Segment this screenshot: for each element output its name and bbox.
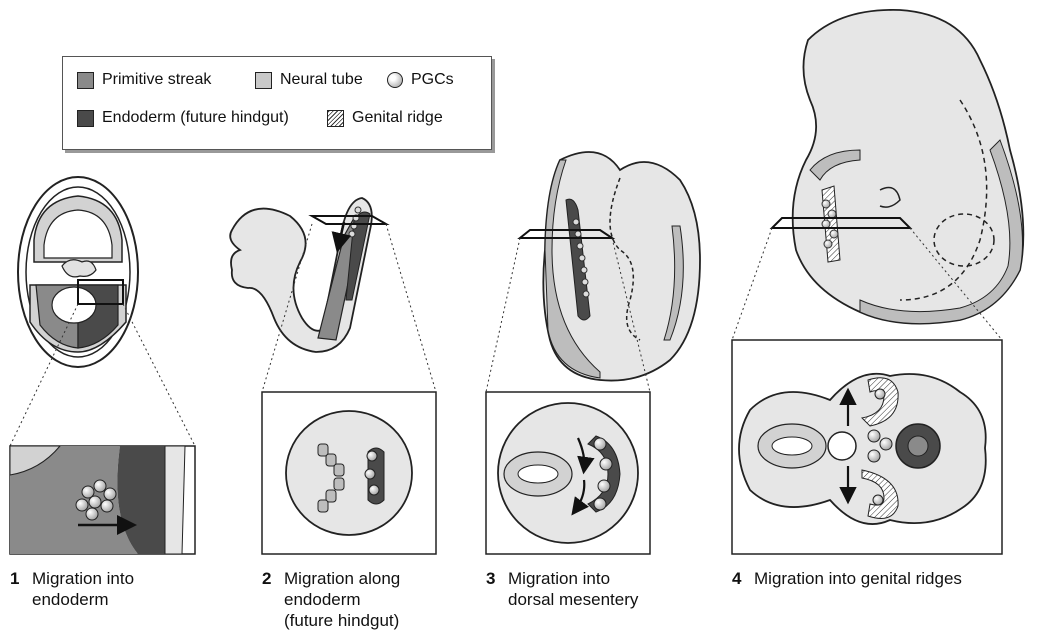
step-label-line: dorsal mesentery <box>486 589 686 610</box>
genital-ridge-swatch <box>327 110 344 127</box>
stage-3-inset <box>486 392 650 554</box>
stage-1-embryo <box>10 177 195 446</box>
hindgut-cells-right <box>365 448 384 504</box>
legend-label: Primitive streak <box>102 71 211 89</box>
primitive-streak-swatch <box>77 72 94 89</box>
step-label-line: (future hindgut) <box>262 610 462 631</box>
legend-label: PGCs <box>411 71 454 89</box>
stage-1-inset <box>10 446 195 554</box>
stage-3-embryo <box>486 152 700 392</box>
step-label-line: Migration into <box>486 568 686 589</box>
step-number: 1 <box>10 568 19 589</box>
legend-label: Endoderm (future hindgut) <box>102 109 289 127</box>
step-label-line: endoderm <box>262 589 462 610</box>
legend-item-genital-ridge: Genital ridge <box>327 109 443 127</box>
step-label-line: endoderm <box>10 589 210 610</box>
step-3-caption: 3 Migration into dorsal mesentery <box>486 568 686 610</box>
endoderm-swatch <box>77 110 94 127</box>
legend-item-pgcs: PGCs <box>387 71 454 89</box>
step-label-line: Migration along <box>262 568 462 589</box>
stage-2-embryo <box>230 198 436 392</box>
legend-item-neural-tube: Neural tube <box>255 71 363 89</box>
pgc-swatch-icon <box>387 72 403 88</box>
step-2-caption: 2 Migration along endoderm (future hindg… <box>262 568 462 631</box>
step-4-caption: 4 Migration into genital ridges <box>732 568 1032 589</box>
legend-item-endoderm: Endoderm (future hindgut) <box>77 109 289 127</box>
aorta <box>828 432 856 460</box>
stage-2-inset <box>262 392 436 554</box>
step-1-caption: 1 Migration into endoderm <box>10 568 210 610</box>
stage-4-inset <box>732 340 1002 554</box>
step-number: 3 <box>486 568 495 589</box>
step-label-line: Migration into <box>10 568 210 589</box>
legend-label: Genital ridge <box>352 109 443 127</box>
step-number: 4 <box>732 568 741 589</box>
legend-item-primitive-streak: Primitive streak <box>77 71 211 89</box>
stage-4-embryo <box>732 10 1023 340</box>
legend-label: Neural tube <box>280 71 363 89</box>
step-label-line: Migration into genital ridges <box>732 568 1032 589</box>
step-number: 2 <box>262 568 271 589</box>
legend: Primitive streak Neural tube PGCs Endode… <box>62 56 492 150</box>
neural-tube-swatch <box>255 72 272 89</box>
